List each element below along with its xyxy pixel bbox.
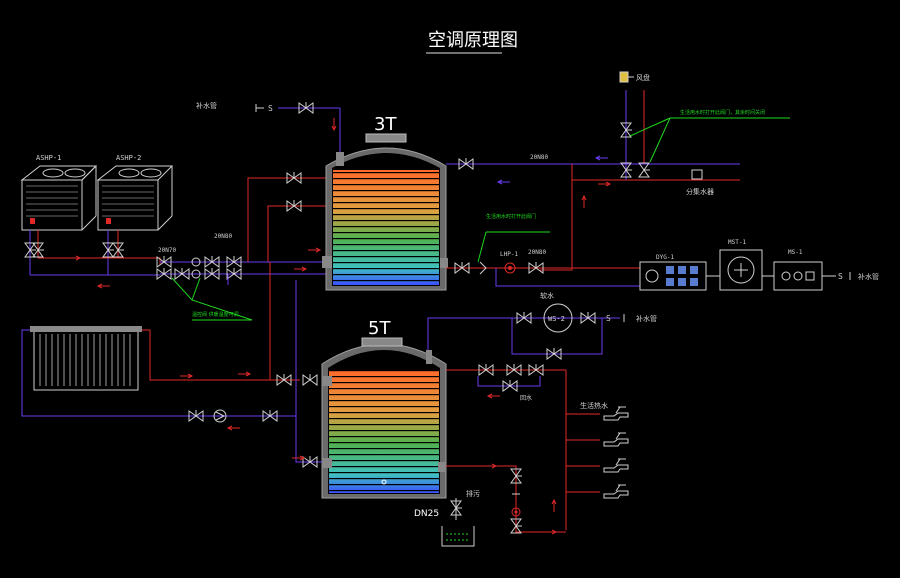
dyg1-label: DYG-1 (656, 254, 674, 261)
radiator-return (21, 280, 297, 417)
makeup-mid-label: 补水管 (636, 314, 657, 323)
drain-group: 排污 DN25 (414, 489, 480, 547)
note-top-right-text: 生活用水时打开此阀门，其余时间关闭 (680, 109, 765, 116)
radiator-supply (142, 329, 300, 381)
upper-tank (322, 133, 448, 291)
dn70-label: 20N70 (158, 247, 176, 254)
ms1-unit: S 补水管 (762, 261, 879, 291)
makeup-top: 补水管 S (196, 101, 341, 152)
soft-water-loop: WS-2 软水 S 补水管 (427, 291, 657, 360)
lower-tank-label: 5T (368, 318, 391, 339)
lower-outlet-pump (446, 463, 566, 535)
ashp2-label: ASHP-2 (116, 154, 141, 162)
upper-tank-label: 3T (374, 114, 397, 135)
faucet-icon (603, 484, 629, 499)
hot-water-outlets: 回水 生活热水 (446, 363, 608, 530)
dist-box-label: 分集水器 (686, 187, 714, 196)
s-right-label: S (838, 272, 843, 281)
heat-pump-unit-2 (96, 165, 174, 275)
manifold-group (156, 255, 248, 285)
upper-tank-supply (247, 177, 330, 262)
s-top-label: S (268, 104, 273, 113)
ws2-label: WS-2 (548, 315, 565, 323)
upper-tank-outlet: 20N80 风盘 分集水器 (446, 71, 740, 271)
makeup-right-label: 补水管 (858, 272, 879, 281)
drain-label: 排污 (466, 489, 480, 498)
s-mid-label: S (606, 314, 611, 323)
faucet-icon (603, 432, 629, 447)
makeup-top-label: 补水管 (196, 101, 217, 110)
note-top-right: 生活用水时打开此阀门，其余时间关闭 (629, 109, 790, 163)
dn80-top-label: 20N80 (530, 154, 548, 161)
note-left: 温控阀 供暖温度可调 (171, 277, 253, 321)
dn25-label: DN25 (414, 509, 439, 519)
diagram-title: 空调原理图 (428, 30, 518, 51)
hp-pump-row: LHP-1 20N80 生活用水时打开此阀门 (446, 213, 640, 287)
soft-water-label: 软水 (540, 291, 554, 300)
dn80-left-label: 20N80 (214, 233, 232, 240)
note-left-text: 温控阀 供暖温度可调 (192, 311, 239, 318)
heat-pump-unit-1 (20, 165, 98, 275)
note-hp-text: 生活用水时打开此阀门 (486, 213, 536, 220)
mst1-label: MST-1 (728, 239, 746, 246)
fan-label: 风盘 (636, 73, 650, 82)
mst1-unit (706, 249, 763, 291)
back-water-label: 回水 (520, 394, 532, 402)
radiator (30, 326, 142, 391)
ms1-label: MS-1 (788, 249, 803, 256)
hp-supply-line (38, 257, 161, 265)
lhp1-label: LHP-1 (500, 251, 518, 258)
dn80-mid-label: 20N80 (528, 249, 546, 256)
dyg1-unit (639, 261, 707, 291)
lower-tank (321, 337, 447, 499)
hot-outlets-label: 生活热水 (580, 401, 608, 410)
ashp1-label: ASHP-1 (36, 154, 61, 162)
faucet-icon (603, 458, 629, 473)
